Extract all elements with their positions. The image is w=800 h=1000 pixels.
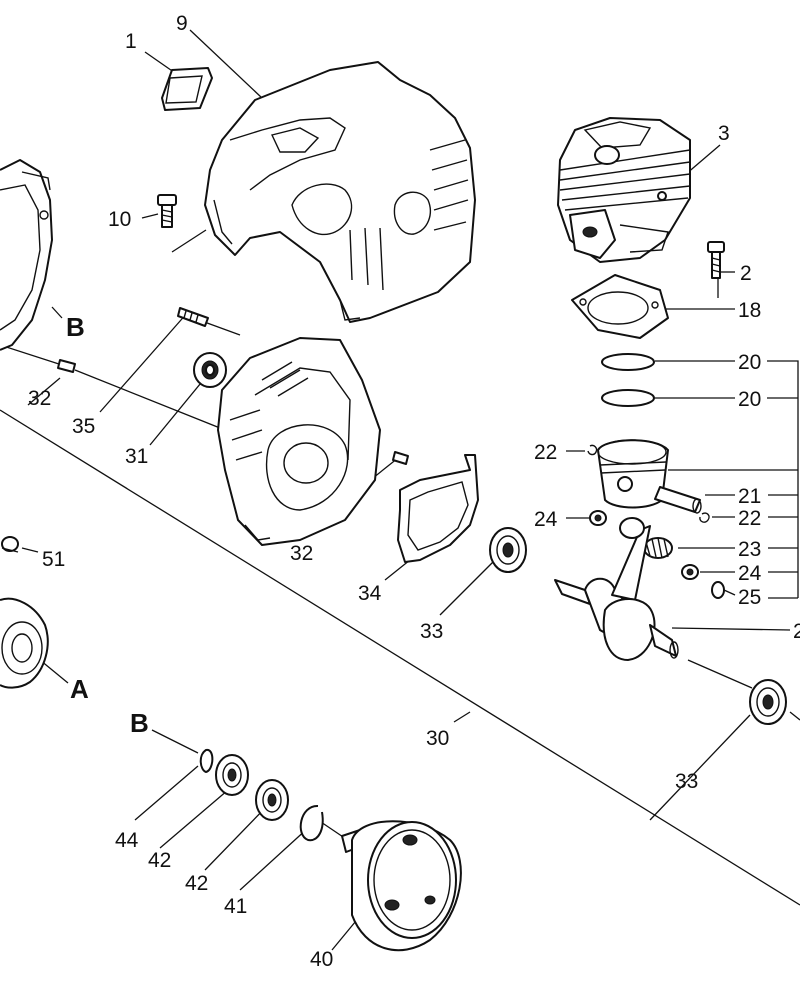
callout-32-right: 32 [290,542,313,565]
callout-1: 1 [125,30,137,53]
callout-30: 30 [426,727,449,750]
crankcase-part [217,337,381,546]
callout-31: 31 [125,445,148,468]
piston-part [597,439,669,509]
crankshaft-part [554,517,679,661]
label-plate-part [161,67,213,111]
bearing-42b-part [255,779,289,821]
callout-10: 10 [108,208,131,231]
callout-42-right: 42 [185,872,208,895]
callout-23: 23 [738,538,761,561]
callout-18: 18 [738,299,761,322]
case-gasket-part [397,454,479,563]
washer-24b-part [681,564,699,580]
callout-34: 34 [358,582,382,605]
callout-41: 41 [224,895,247,918]
callout-9: 9 [176,12,188,35]
callout-51: 51 [42,548,65,571]
callout-40: 40 [310,948,333,971]
bolt-51-part [1,536,19,553]
callout-26-partial: 2 [793,620,800,643]
bolt-2-part [707,241,725,279]
callout-25: 25 [738,586,761,609]
callout-labels: 1 9 3 10 2 18 20 20 22 21 22 24 23 24 25… [28,12,800,971]
circlip-22a-part [587,444,598,456]
leader-lines [0,29,800,951]
callout-35: 35 [72,415,95,438]
callout-b-top: B [66,312,85,342]
snap-ring-part [299,804,324,842]
callout-44: 44 [115,829,139,852]
dowel-pin-right-part [392,451,409,465]
left-housing-part [0,159,53,351]
bolt-10-part [157,194,177,228]
callout-33-bottom: 33 [675,770,698,793]
parts [0,61,787,952]
engine-cover-part [204,61,476,323]
callout-22-left: 22 [534,441,557,464]
bearing-42a-part [215,754,249,796]
main-bearing-mid-part [489,527,527,573]
piston-ring-upper-part [601,353,655,371]
washer-24a-part [589,510,607,526]
circlip-22b-part [699,512,710,523]
callout-b-bottom: B [130,708,149,738]
gasket-part [571,274,669,339]
callout-24-right: 24 [738,562,762,585]
callout-20-lower: 20 [738,388,761,411]
main-bearing-right-part [749,679,787,725]
circlip-44-part [199,748,214,773]
callout-32-left: 32 [28,387,51,410]
callout-22-right: 22 [738,507,761,530]
callout-20-upper: 20 [738,351,761,374]
clutch-drum-part [341,820,462,952]
stud-part [177,307,209,327]
needle-bearing-part [643,537,673,559]
callout-3: 3 [718,122,730,145]
cylinder-part [557,117,691,263]
piston-ring-lower-part [601,389,655,407]
piston-pin-part [654,486,702,514]
callout-33-mid: 33 [420,620,443,643]
dowel-pin-left-part [57,359,76,373]
callout-a: A [70,674,89,704]
shim-part [711,581,725,599]
clutch-part [0,597,49,689]
callout-2: 2 [740,262,752,285]
callout-42-left: 42 [148,849,171,872]
oil-seal-left-part [193,352,227,388]
callout-24-left: 24 [534,508,558,531]
callout-21: 21 [738,485,761,508]
